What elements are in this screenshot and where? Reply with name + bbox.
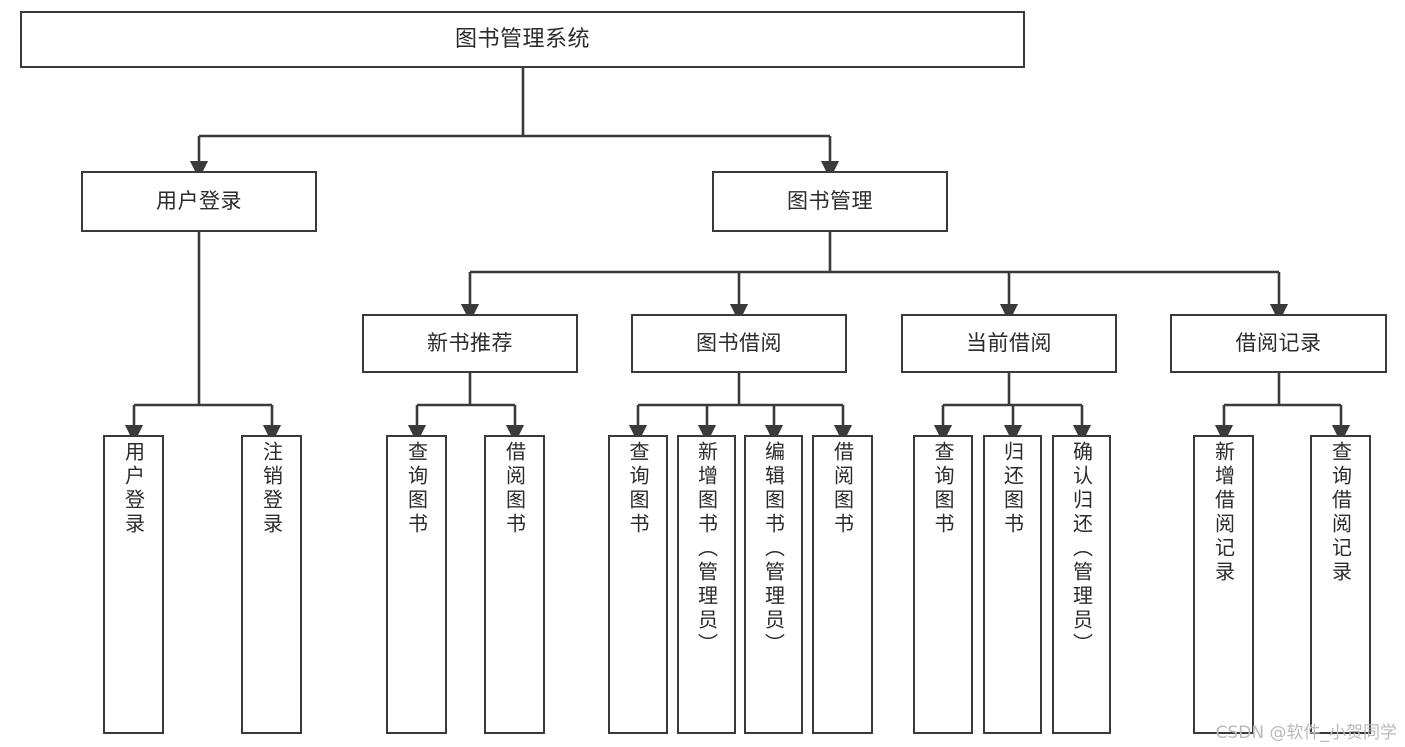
node-borrow-records[interactable]: 借阅记录 xyxy=(1170,314,1387,373)
node-book-borrow[interactable]: 图书借阅 xyxy=(631,314,847,373)
leaf-current-query-books-label: 查询图书 xyxy=(931,441,955,537)
leaf-records-add-record[interactable]: 新增借阅记录 xyxy=(1193,435,1254,734)
leaf-current-query-books[interactable]: 查询图书 xyxy=(913,435,973,734)
leaf-borrow-add-book-admin-label: 新增图书（管理员） xyxy=(694,441,719,657)
node-new-book-recommend-label: 新书推荐 xyxy=(427,331,513,356)
leaf-records-add-record-label: 新增借阅记录 xyxy=(1211,441,1236,585)
leaf-borrow-edit-book-admin-label: 编辑图书（管理员） xyxy=(761,441,786,657)
node-book-borrow-label: 图书借阅 xyxy=(696,331,782,356)
leaf-borrow-edit-book-admin[interactable]: 编辑图书（管理员） xyxy=(744,435,803,734)
watermark: CSDN @软件_小贺同学 xyxy=(1215,723,1397,743)
leaf-newbook-borrow-books-label: 借阅图书 xyxy=(502,441,527,537)
node-user-login-label: 用户登录 xyxy=(156,189,242,214)
node-borrow-records-label: 借阅记录 xyxy=(1235,331,1322,356)
node-root-label: 图书管理系统 xyxy=(454,26,590,52)
leaf-user-login[interactable]: 用户登录 xyxy=(103,435,164,734)
leaf-logout[interactable]: 注销登录 xyxy=(241,435,302,734)
leaf-borrow-add-book-admin[interactable]: 新增图书（管理员） xyxy=(677,435,736,734)
node-root[interactable]: 图书管理系统 xyxy=(20,11,1025,68)
leaf-borrow-query-books-label: 查询图书 xyxy=(626,441,650,537)
leaf-current-confirm-return-admin-label: 确认归还（管理员） xyxy=(1069,441,1094,657)
leaf-borrow-borrow-book-label: 借阅图书 xyxy=(830,441,855,537)
leaf-records-query-record[interactable]: 查询借阅记录 xyxy=(1310,435,1371,734)
node-new-book-recommend[interactable]: 新书推荐 xyxy=(362,314,578,373)
leaf-borrow-borrow-book[interactable]: 借阅图书 xyxy=(812,435,873,734)
node-book-management-label: 图书管理 xyxy=(787,189,873,214)
leaf-logout-label: 注销登录 xyxy=(259,441,284,537)
node-current-borrow[interactable]: 当前借阅 xyxy=(901,314,1117,373)
leaf-newbook-query-books-label: 查询图书 xyxy=(404,441,429,537)
leaf-newbook-borrow-books[interactable]: 借阅图书 xyxy=(484,435,545,734)
leaf-current-confirm-return-admin[interactable]: 确认归还（管理员） xyxy=(1052,435,1111,734)
node-current-borrow-label: 当前借阅 xyxy=(966,331,1052,356)
leaf-current-return-book[interactable]: 归还图书 xyxy=(983,435,1042,734)
node-book-management[interactable]: 图书管理 xyxy=(712,171,948,232)
leaf-user-login-label: 用户登录 xyxy=(121,441,146,537)
leaf-records-query-record-label: 查询借阅记录 xyxy=(1328,441,1353,585)
node-user-login[interactable]: 用户登录 xyxy=(81,171,317,232)
leaf-newbook-query-books[interactable]: 查询图书 xyxy=(386,435,447,734)
leaf-current-return-book-label: 归还图书 xyxy=(1000,441,1025,537)
leaf-borrow-query-books[interactable]: 查询图书 xyxy=(608,435,668,734)
